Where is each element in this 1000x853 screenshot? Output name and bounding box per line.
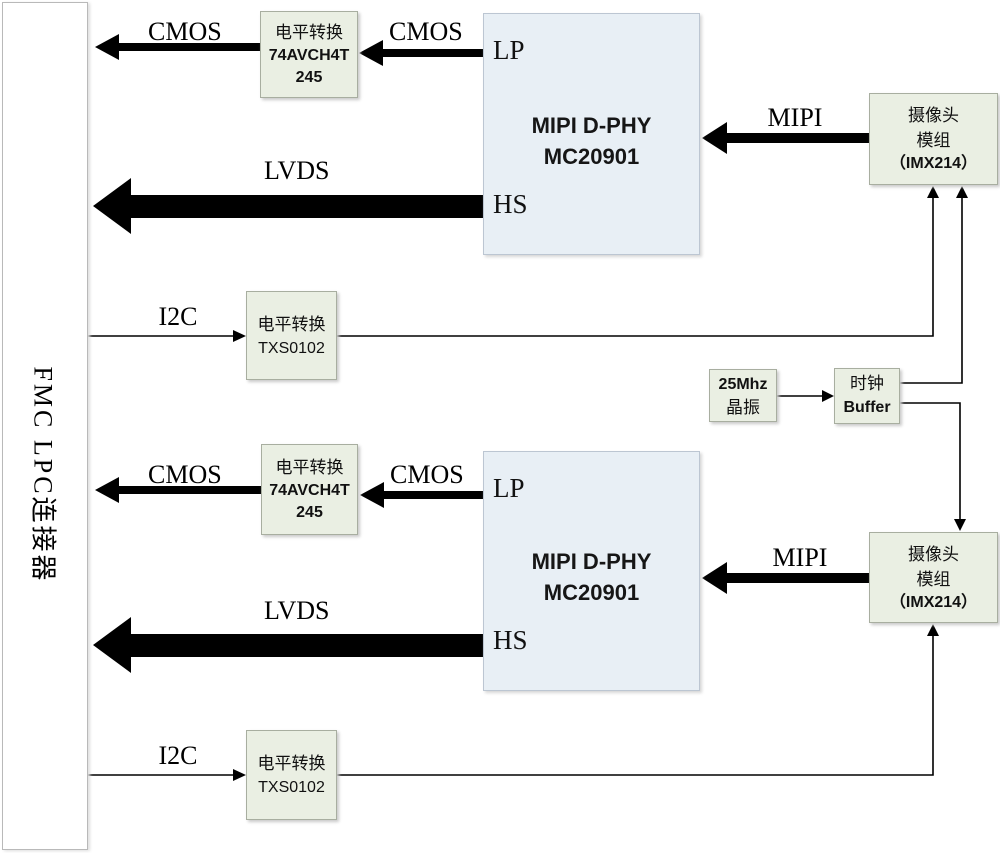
- i2c-wire-2b: [337, 624, 939, 776]
- i2c-label-1: I2C: [158, 302, 198, 331]
- dphy-box-1: [483, 13, 700, 255]
- clock-buffer-box: 时钟 Buffer: [834, 368, 900, 424]
- cmos-arrow-out-1: [95, 34, 260, 60]
- dphy-2-port-hs: HS: [493, 625, 528, 655]
- cmos-in-label-1: CMOS: [389, 17, 463, 46]
- dphy-box-2: [483, 451, 700, 691]
- clock-line-up: [900, 197, 963, 384]
- crystal-arrowhead: [822, 390, 834, 402]
- dphy-1-title-line1: MIPI D-PHY: [531, 113, 652, 138]
- lvds-arrow-1: [93, 178, 483, 234]
- i2c-wire-2a: [88, 769, 246, 781]
- camera-1-line1: 摄像头: [908, 106, 959, 125]
- cmos-in-label-2: CMOS: [390, 460, 464, 489]
- level-shifter-cmos-1-line1: 电平转换: [275, 23, 343, 42]
- clock-wire-up: [900, 186, 968, 384]
- camera-2-line2: 模组: [916, 569, 951, 589]
- crystal-box: 25Mhz 晶振: [709, 369, 777, 422]
- i2c-line-2b: [337, 635, 934, 776]
- dphy-1-port-hs: HS: [493, 189, 528, 219]
- crystal-wire: [777, 390, 834, 402]
- clock-arrowhead-up: [956, 186, 968, 198]
- mipi-label-2: MIPI: [772, 543, 828, 572]
- dphy-2-title-line2: MC20901: [543, 580, 640, 605]
- camera-2-line1: 摄像头: [908, 544, 959, 564]
- lvds-arrow-2: [93, 617, 483, 673]
- level-shifter-cmos-box-1: 电平转换 74AVCH4T 245: [260, 11, 358, 98]
- i2c-line-1b: [337, 197, 934, 337]
- cmos-out-label-1: CMOS: [148, 17, 222, 46]
- lvds-label-1: LVDS: [264, 156, 330, 185]
- level-shifter-i2c-2-line2: TXS0102: [258, 779, 325, 796]
- mipi-label-1: MIPI: [767, 103, 823, 132]
- level-shifter-i2c-box-2: 电平转换 TXS0102: [246, 730, 337, 820]
- i2c-arrowhead-2a: [233, 769, 246, 781]
- dphy-title-2: MIPI D-PHY MC20901: [483, 546, 700, 608]
- camera-module-box-1: 摄像头 模组 （IMX214）: [869, 93, 998, 185]
- camera-1-line3: （IMX214）: [889, 155, 978, 172]
- cmos-arrow-in-1: [359, 40, 483, 66]
- level-shifter-cmos-2-line1: 电平转换: [275, 458, 344, 477]
- dphy-1-port-lp: LP: [493, 35, 525, 65]
- level-shifter-i2c-box-1: 电平转换 TXS0102: [246, 291, 337, 380]
- i2c-wire-1a: [88, 330, 246, 342]
- level-shifter-cmos-box-2: 电平转换 74AVCH4T 245: [261, 444, 358, 535]
- level-shifter-cmos-1-line3: 245: [295, 69, 323, 86]
- lvds-label-2: LVDS: [264, 596, 330, 625]
- crystal-line1: 25Mhz: [718, 375, 768, 393]
- mipi-arrow-1: [702, 122, 869, 154]
- i2c-arrowhead-1a: [233, 330, 246, 342]
- dphy-2-title-line1: MIPI D-PHY: [531, 549, 652, 574]
- clock-buffer-line1: 时钟: [850, 374, 884, 393]
- i2c-arrowhead-1b: [927, 186, 939, 198]
- cmos-out-label-2: CMOS: [148, 460, 222, 489]
- i2c-arrowhead-2b: [927, 624, 939, 636]
- level-shifter-i2c-2-line1: 电平转换: [257, 754, 326, 773]
- clock-line-down: [900, 402, 961, 520]
- clock-arrowhead-down: [954, 519, 966, 531]
- level-shifter-i2c-1-line2: TXS0102: [258, 339, 325, 357]
- dphy-1-title-line2: MC20901: [543, 144, 640, 169]
- fmc-connector-label: FMC LPC连接器: [28, 366, 58, 584]
- level-shifter-cmos-2-line2: 74AVCH4T: [269, 482, 350, 499]
- clock-wire-down: [900, 402, 966, 531]
- camera-2-line3: （IMX214）: [889, 593, 978, 611]
- level-shifter-i2c-1-line1: 电平转换: [257, 314, 326, 334]
- cmos-arrow-out-2: [95, 477, 261, 503]
- i2c-label-2: I2C: [158, 741, 198, 770]
- clock-buffer-line2: Buffer: [843, 399, 891, 416]
- crystal-line2: 晶振: [726, 397, 760, 417]
- fmc-connector-box: [2, 2, 88, 850]
- level-shifter-cmos-1-line2: 74AVCH4T: [268, 47, 350, 64]
- cmos-arrow-in-2: [360, 482, 483, 508]
- level-shifter-cmos-2-line3: 245: [296, 504, 323, 521]
- i2c-wire-1b: [337, 186, 939, 337]
- dphy-2-port-lp: LP: [493, 473, 525, 503]
- camera-1-line2: 模组: [916, 131, 951, 150]
- dphy-title-1: MIPI D-PHY MC20901: [483, 110, 700, 172]
- camera-module-box-2: 摄像头 模组 （IMX214）: [869, 532, 998, 623]
- mipi-arrow-2: [702, 562, 869, 594]
